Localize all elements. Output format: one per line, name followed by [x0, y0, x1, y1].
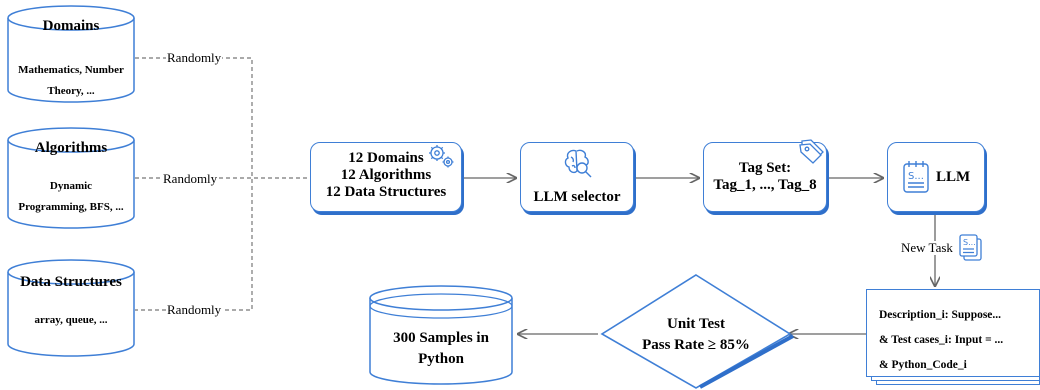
tags-icon [799, 139, 824, 164]
data-structures-cylinder: Data Structures array, queue, ... [6, 258, 136, 358]
svg-text:S...: S... [963, 238, 976, 247]
svg-text:S...: S... [908, 171, 924, 182]
algorithms-items: Dynamic Programming, BFS, ... [10, 176, 132, 218]
notepad-icon: S... [903, 161, 929, 193]
algorithms-cylinder: Algorithms Dynamic Programming, BFS, ... [6, 126, 136, 230]
output-lines: 300 Samples in Python [368, 328, 514, 370]
domains-item: Theory, ... [47, 85, 95, 97]
gears-icon [429, 145, 454, 168]
data-structures-items: array, queue, ... [10, 310, 132, 331]
llm-selector-label: LLM selector [533, 189, 621, 205]
unit-test-diamond [600, 274, 792, 389]
unit-test-line: Pass Rate ≥ 85% [642, 337, 750, 353]
selection-line: 12 Data Structures [325, 184, 447, 200]
diamond-shadow [699, 334, 794, 389]
unit-test-lines: Unit Test Pass Rate ≥ 85% [610, 314, 782, 356]
cylinder-shape [369, 285, 513, 385]
data-structures-title: Data Structures [20, 274, 122, 290]
domains-item: Mathematics, Number [18, 64, 124, 76]
edge-label-randomly: Randomly [166, 50, 223, 65]
tag-set-lines: Tag Set: Tag_1, ..., Tag_8 [704, 160, 826, 194]
algorithms-item: Programming, BFS, ... [18, 201, 124, 213]
task-doc-line: & Python_Code_i [879, 359, 967, 371]
task-doc-line: Description_i: Suppose... [879, 309, 1002, 321]
unit-test-line: Unit Test [667, 316, 725, 332]
algorithms-title: Algorithms [34, 140, 108, 156]
cylinder-shape [7, 127, 135, 229]
edge-label-randomly: Randomly [166, 302, 223, 317]
tag-set-line: Tag Set: [738, 160, 792, 176]
algorithms-item: Dynamic [49, 180, 93, 192]
data-structures-item: array, queue, ... [34, 314, 108, 326]
cylinder-shape [7, 5, 135, 103]
selection-box: 12 Domains 12 Algorithms 12 Data Structu… [310, 142, 462, 212]
document-icon: S... [959, 234, 982, 261]
selection-line: 12 Domains [348, 150, 424, 166]
output-cylinder: 300 Samples in Python [368, 284, 514, 388]
domains-items: Mathematics, Number Theory, ... [10, 60, 132, 102]
selection-lines: 12 Domains 12 Algorithms 12 Data Structu… [311, 150, 461, 201]
tag-set-line: Tag_1, ..., Tag_8 [713, 177, 817, 193]
tag-set-box: Tag Set: Tag_1, ..., Tag_8 [703, 139, 827, 212]
task-doc-lines: Description_i: Suppose... & Test cases_i… [879, 303, 1003, 378]
selection-line: 12 Algorithms [340, 167, 432, 183]
domains-cylinder: Domains Mathematics, Number Theory, ... [6, 4, 136, 104]
output-line: 300 Samples in [393, 330, 489, 346]
brain-search-icon [564, 149, 592, 178]
domains-title: Domains [42, 18, 100, 34]
edge-label-randomly: Randomly [162, 171, 219, 186]
llm-label: LLM [936, 169, 971, 185]
task-doc-line: & Test cases_i: Input = ... [879, 334, 1004, 346]
task-doc: Description_i: Suppose... & Test cases_i… [866, 289, 1040, 377]
cylinder-shape [7, 259, 135, 357]
llm-selector-box: LLM selector [520, 142, 634, 212]
output-line: Python [418, 351, 464, 367]
new-task-label: New Task [900, 240, 954, 255]
llm-box: S... LLM [887, 142, 985, 212]
